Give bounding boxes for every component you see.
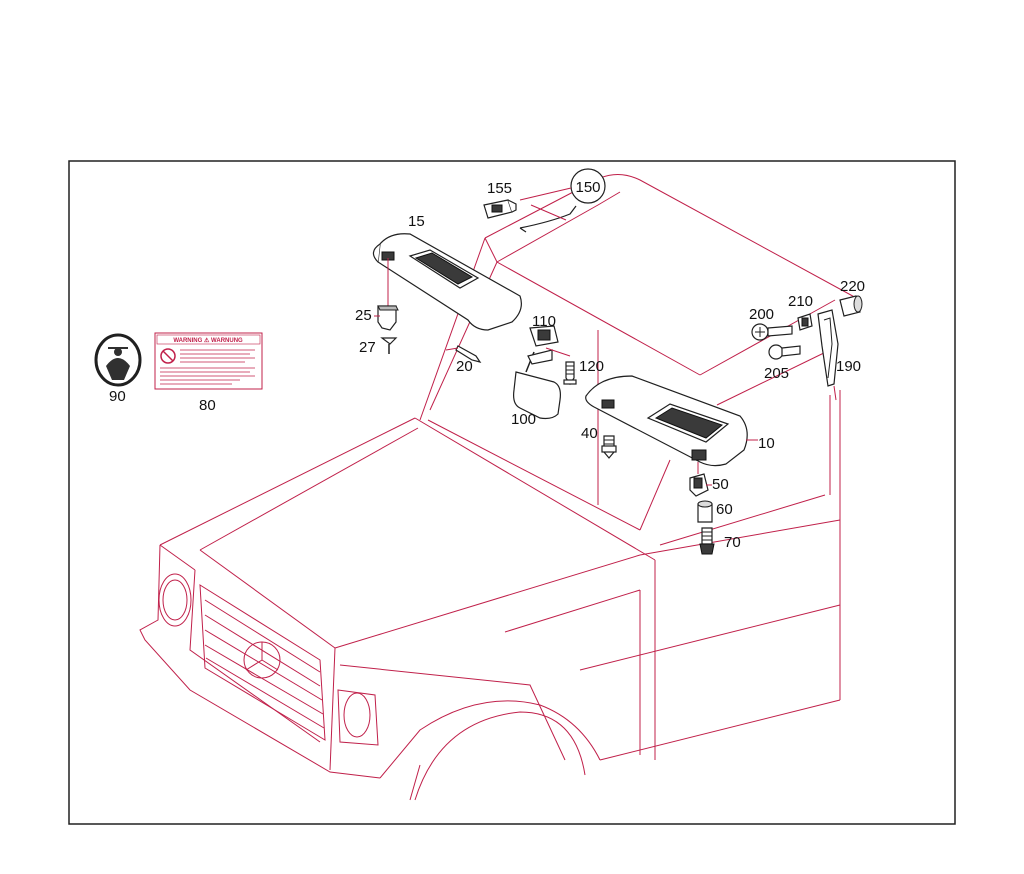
mount-part-25 [377,258,399,331]
callout-50: 50 [712,476,729,493]
screw-part-27 [380,337,398,354]
diagram-frame [68,160,956,825]
callout-60: 60 [716,501,733,518]
screw-part-120 [563,361,577,386]
base-part-110 [527,325,571,365]
vehicle-outline [139,174,861,801]
grab-handle-part [519,168,606,233]
callout-25: 25 [355,307,372,324]
strap-part-190 [817,309,839,401]
screw-part-205 [768,344,801,360]
warning-label-title: WARNING ⚠ WARNUNG [173,337,243,344]
callout-15: 15 [408,213,425,230]
clip-part-155 [483,199,517,219]
callout-100: 100 [511,411,536,428]
callout-200: 200 [749,306,774,323]
screw-part-40 [601,435,617,459]
callout-70: 70 [724,534,741,551]
callout-150: 150 [575,179,600,196]
sun-visor-left-part [372,233,522,331]
sun-visor-right-part [585,375,748,467]
warning-label-part-80: WARNING ⚠ WARNUNG [154,332,263,390]
callout-190: 190 [836,358,861,375]
leader-lines [374,315,758,486]
clip-part-210 [797,313,813,331]
callout-210: 210 [788,293,813,310]
screw-part-200 [751,323,793,341]
callout-205: 205 [764,365,789,382]
callout-40: 40 [581,425,598,442]
callout-27: 27 [359,339,376,356]
callout-220: 220 [840,278,865,295]
clip-part-50 [689,462,709,497]
callout-120: 120 [579,358,604,375]
bolt-part-70 [699,527,715,555]
callout-110: 110 [532,313,556,330]
sleeve-part-60 [697,500,713,523]
callout-10: 10 [758,435,775,452]
bumper-part-220 [839,295,863,317]
callout-150-circle [570,168,606,204]
callout-90: 90 [109,388,126,405]
pin-part-20 [445,345,482,363]
callout-80: 80 [199,397,216,414]
symbol-badge-part-90 [94,333,142,387]
callout-labels: 155 150 15 25 27 20 110 120 100 40 10 50… [109,179,865,551]
callout-20: 20 [456,358,473,375]
callout-155: 155 [487,180,512,197]
